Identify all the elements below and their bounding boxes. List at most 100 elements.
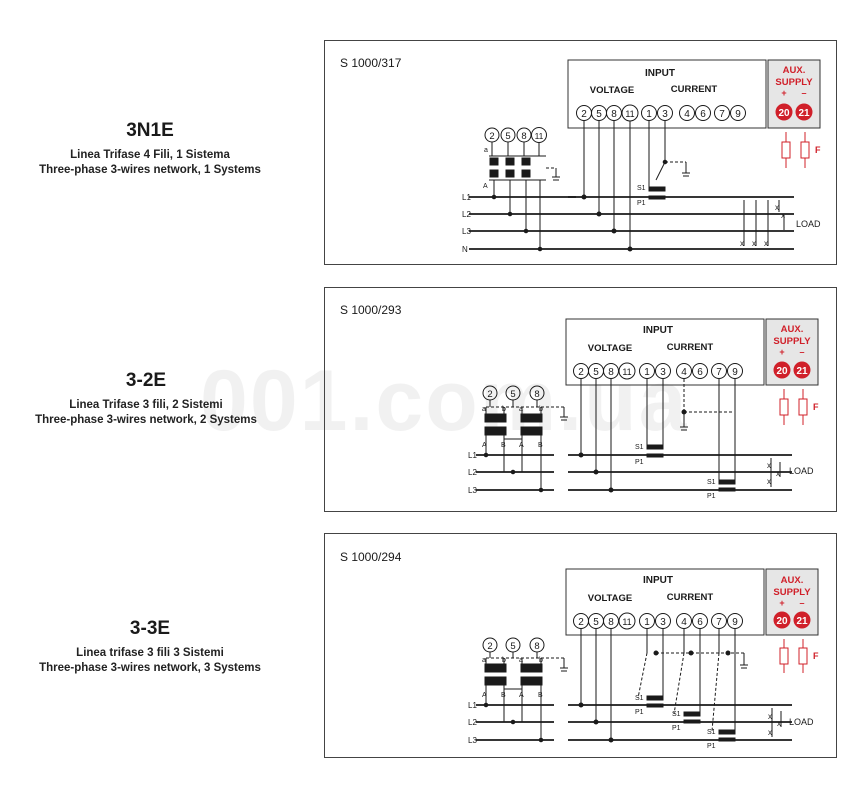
current-transformer: S1 P1	[637, 121, 690, 207]
terminal-8: 8	[608, 367, 614, 378]
terminal-2: 2	[578, 617, 584, 628]
terminal-3: 3	[662, 109, 668, 120]
svg-text:x: x	[775, 203, 779, 212]
load-symbol: xxx LOAD	[767, 458, 814, 487]
aux-terminal-20: 20	[776, 366, 788, 377]
voltage-transformer: 2 5 8 a b a b A B A B	[482, 637, 568, 743]
fuse-label: F	[815, 145, 821, 155]
terminal-9: 9	[732, 367, 738, 378]
phase-lines	[476, 704, 792, 741]
section-label-3n1e: 3N1E Linea Trifase 4 Fili, 1 Sistema Thr…	[0, 120, 300, 178]
aux-plus: +	[781, 88, 786, 98]
phase-label-l2: L2	[468, 468, 477, 477]
aux-minus: –	[799, 598, 804, 608]
pt-terminal: 2	[487, 389, 492, 400]
section-title-it: Linea Trifase 3 fili, 2 Sistemi	[69, 399, 223, 411]
pt-terminal: 8	[521, 131, 526, 142]
terminal-4: 4	[684, 109, 690, 120]
current-label: CURRENT	[667, 592, 714, 603]
pt-terminal: 5	[510, 641, 515, 652]
pt-terminal: 2	[487, 641, 492, 652]
phase-label-l3: L3	[468, 486, 477, 495]
ct-p1-label: P1	[707, 493, 716, 500]
terminal-7: 7	[716, 367, 722, 378]
terminal-1: 1	[646, 109, 652, 120]
terminal-6: 6	[700, 109, 706, 120]
ct-p1-label: P1	[635, 459, 644, 466]
load-label: LOAD	[789, 717, 814, 727]
meter-block: INPUT VOLTAGE CURRENT 2 5 8 11 1 3 4 6 7…	[567, 59, 767, 129]
current-label: CURRENT	[667, 342, 714, 353]
section-title-en: Three-phase 3-wires network, 2 Systems	[35, 414, 257, 426]
section-title-en: Three-phase 3-wires network, 3 Systems	[39, 662, 261, 674]
ct-s1-label: S1	[635, 695, 644, 702]
terminal-2: 2	[581, 109, 587, 120]
terminal-9: 9	[732, 617, 738, 628]
svg-text:x: x	[767, 477, 771, 486]
pt-label: a	[519, 657, 523, 664]
terminal-5: 5	[593, 367, 599, 378]
terminal-6: 6	[697, 617, 703, 628]
aux-title: AUX.	[783, 65, 806, 76]
terminal-4: 4	[681, 617, 687, 628]
pt-label: a	[482, 657, 486, 664]
input-label: INPUT	[645, 68, 675, 79]
current-transformer: S1 P1 S1 P1	[635, 379, 736, 500]
section-code: 3-2E	[125, 370, 167, 391]
phase-label-l1: L1	[468, 451, 477, 460]
section-title-it: Linea trifase 3 fili 3 Sistemi	[76, 647, 224, 659]
terminal-3: 3	[660, 617, 666, 628]
wiring-diagram-3-2e: S 1000/293 INPUT VOLTAGE CURRENT 2 5 8 1…	[324, 287, 838, 513]
aux-supply-block: AUX. SUPPLY + – 20 21 F	[765, 568, 819, 673]
voltage-label: VOLTAGE	[588, 593, 633, 604]
aux-terminal-21: 21	[798, 108, 810, 119]
pt-label: A	[482, 442, 487, 449]
terminal-8: 8	[608, 617, 614, 628]
terminal-5: 5	[593, 617, 599, 628]
fuse-label: F	[813, 651, 819, 661]
pt-secondary-label: a	[484, 147, 488, 154]
current-label: CURRENT	[671, 84, 718, 95]
section-title-it: Linea Trifase 4 Fili, 1 Sistema	[70, 149, 230, 161]
voltage-wiring	[578, 379, 614, 493]
load-label: LOAD	[789, 466, 814, 476]
ct-s1-label: S1	[707, 729, 716, 736]
phase-label-l1: L1	[468, 701, 477, 710]
terminal-6: 6	[697, 367, 703, 378]
voltage-wiring	[581, 121, 633, 252]
phase-label-l1: L1	[462, 193, 471, 202]
svg-text:x: x	[768, 712, 772, 721]
voltage-wiring	[578, 629, 614, 743]
aux-minus: –	[799, 347, 804, 357]
phase-label-n: N	[462, 245, 468, 254]
aux-subtitle: SUPPLY	[775, 77, 813, 88]
ct-p1-label: P1	[672, 725, 681, 732]
section-label-3-2e: 3-2E Linea Trifase 3 fili, 2 Sistemi Thr…	[0, 370, 296, 428]
panel-frame	[324, 40, 837, 265]
pt-terminal: 2	[489, 131, 494, 142]
voltage-label: VOLTAGE	[590, 85, 635, 96]
phase-label-l3: L3	[468, 736, 477, 745]
fuse-icon	[781, 132, 810, 168]
aux-minus: –	[801, 88, 806, 98]
terminal-8: 8	[611, 109, 617, 120]
svg-text:x: x	[740, 239, 744, 248]
voltage-transformer: 2 5 8 11 a A	[483, 127, 560, 252]
svg-text:x: x	[776, 469, 780, 478]
pt-label: a	[519, 406, 523, 413]
pt-terminal: 11	[535, 131, 544, 141]
fuse-icon	[779, 389, 808, 425]
pt-terminal: 5	[505, 131, 510, 142]
watermark: 001.com.ua	[200, 353, 689, 449]
wiring-diagram-3-3e: S 1000/294 INPUT VOLTAGE CURRENT 2 5 8 1…	[324, 533, 838, 759]
terminal-3: 3	[660, 367, 666, 378]
load-label: LOAD	[796, 219, 821, 229]
pt-terminal: 8	[534, 389, 539, 400]
aux-subtitle: SUPPLY	[773, 336, 811, 347]
model-code: S 1000/293	[340, 303, 402, 317]
pt-label: A	[482, 692, 487, 699]
meter-block: INPUT VOLTAGE CURRENT 2 5 8 11 1 3 4 6 7…	[565, 318, 765, 386]
aux-supply-block: AUX. SUPPLY + – 20 21 F	[767, 59, 821, 168]
terminal-9: 9	[735, 109, 741, 120]
